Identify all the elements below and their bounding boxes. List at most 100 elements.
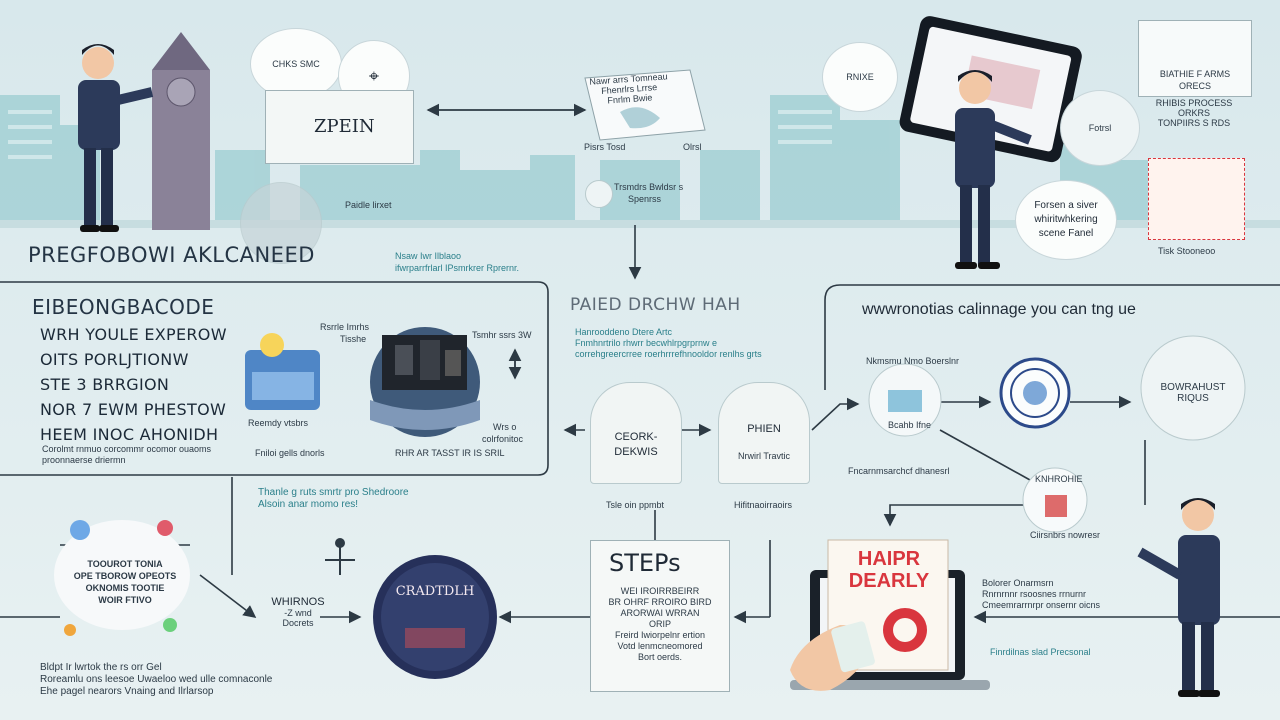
right-caption-line: Cmeemrarrnrpr onsernr oicns (982, 600, 1101, 610)
center-desc-line: Fnmhnrtrilo rhwrr becwhlrpgrprnw e (575, 338, 718, 348)
side-label-upper: Wrs o (493, 422, 517, 432)
document-caption-left: Pisrs Tosd (584, 142, 626, 152)
skyline-base (0, 220, 1280, 228)
collage-text-line: OPE TBOROW OPEOTS (73, 571, 177, 581)
right-panel-card: BIATHIE F ARMS ORECS (1138, 20, 1252, 97)
right-panel-footer: Tisk Stooneoo (1158, 246, 1216, 256)
arch-card-2: PHIEN Nrwirl Travtic (718, 382, 810, 484)
node-1-top-label: Nkmsmu Nmo Boerslnr (866, 356, 960, 366)
compass-icon: ⌖ (368, 65, 380, 86)
list-item: NOR 7 EWM PHESTOW (40, 400, 227, 419)
center-section-title: PAIED DRCHW HAH (570, 295, 741, 315)
right-node-images (868, 335, 1246, 533)
side-label-lower: colrfonitoc (482, 434, 524, 444)
node-caption-under: Fncarnmsarchcf dhanesrl (848, 466, 950, 476)
arch-card-caption: Tsle oin ppmbt (605, 500, 665, 510)
bottom-footnote-line: Bldpt Ir lwrtok the rs orr Gel (40, 662, 162, 673)
zpein-panel: ZPEIN (265, 90, 414, 164)
whirlnos-block: WHIRNOS -Z wnd Docrets (258, 596, 338, 628)
document-sketch (584, 69, 706, 141)
zpein-label: ZPEIN (314, 116, 375, 137)
center-note: Nsaw Iwr Ilblaoo ifwrparrfrlarl IPsmrkre… (395, 250, 519, 274)
hand-image (790, 621, 875, 691)
node-4-caption: Ciirsnbrs nowresr (1030, 530, 1101, 540)
poster-image (827, 539, 949, 671)
bottom-footnote-line: Roreamlu ons leesoe Uwaeloo wed ulle com… (40, 674, 273, 685)
steps-text: WEI IROIRRBEIRR BR OHRF RROIRO BIRD AROR… (597, 586, 723, 663)
steps-line: Bort oerds. (637, 652, 683, 662)
machine-side-label: Tsmhr ssrs 3W (472, 330, 532, 340)
poster-text: HAIPR DEARLY (830, 548, 948, 592)
whirlnos-sub: Docrets (282, 618, 314, 628)
machine-photo (370, 327, 480, 437)
node-1-label: Bcahb Ifne (888, 420, 932, 430)
ice-card-image (245, 333, 320, 410)
arch-card-title: CEORK- (614, 431, 658, 443)
center-note-line: ifwrparrfrlarl IPsmrkrer Rprernr. (395, 263, 520, 273)
steps-line: ARORWAI WRRAN (620, 608, 700, 618)
list-item: HEEM INOC AHONIDH (40, 425, 219, 444)
tablet-bubble: RNIXE (822, 42, 898, 112)
center-section-desc: Hanrooddeno Dtere Artc Fnmhnrtrilo rhwrr… (575, 327, 762, 360)
poster-text-line: DEARLY (848, 570, 930, 592)
left-section-title: EIBEONGBACODE (32, 295, 215, 319)
top-left-bubble-text: CHKS SMC (272, 59, 320, 69)
weathervane-icon (325, 538, 355, 575)
center-desc-line: correhgreercrree roerhrrrefhnooldor renl… (575, 349, 762, 359)
arch-card-1: CEORK- DEKWIS (590, 382, 682, 484)
ice-card-label: Reemdy vtsbrs (248, 418, 309, 428)
steps-line: ORIP (648, 619, 671, 629)
clock-tower (152, 32, 210, 230)
document-caption-bottom-2: Spenrss (628, 194, 662, 204)
right-panel-sub-line: TONPIIRS S RDS (1157, 118, 1231, 128)
machine-label: Rsrrle Imrhs (320, 322, 369, 332)
person-tablet (955, 70, 1032, 269)
right-panel-title: ORECS (1178, 81, 1211, 91)
tablet-side-bubble-text: Fotrsl (1088, 123, 1112, 133)
person-left-top (78, 44, 154, 232)
bottom-footnote-line: Ehe pagel nearors Vnaing and Ilrlarsop (40, 686, 214, 697)
speech-bubble: Forsen a siver whiritwhkering scene Fane… (1015, 180, 1117, 260)
document-note: Nawr arrs Tomneau Fhenrlrs Lrrse Fnrlm B… (589, 71, 669, 106)
gear-icon (585, 180, 613, 208)
tablet-bubble-text: RNIXE (846, 72, 874, 82)
center-desc-line: Hanrooddeno Dtere Artc (575, 327, 673, 337)
collage-text-line: WOIR FTIVO (98, 595, 152, 605)
machine-label-2: Tisshe (340, 334, 367, 344)
arch-card-sub: DEKWIS (614, 446, 658, 458)
right-section-heading: wwwronotias calinnage you can tng ue (862, 301, 1136, 318)
machine-caption: RHR AR TASST IR IS SRIL (395, 448, 505, 458)
main-heading: PREGFOBOWI AKLCANEED (28, 243, 315, 267)
mid-note: Thanle g ruts smrtr pro Shedroore Alsoin… (258, 487, 409, 511)
list-item: WRH YOULE EXPEROW (40, 325, 227, 344)
flow-connectors (0, 103, 1280, 624)
node-4-label: KNHROHIE (1035, 474, 1083, 484)
steps-line: Votd lenmcneomored (617, 641, 703, 651)
right-caption-line: Bolorer Onarmsrn (982, 578, 1054, 588)
center-note-line: Nsaw Iwr Ilblaoo (395, 251, 462, 261)
whirlnos-sub: -Z wnd (284, 608, 312, 618)
person-bottom-right (1137, 498, 1220, 697)
right-panel-sub-line: RHIBIS PROCESS (1155, 98, 1233, 108)
poster-text-line: HAIPR (857, 548, 921, 570)
skyline-caption: Paidle lirxet (345, 200, 392, 210)
building-windows (8, 110, 832, 159)
collage-text-line: TOOUROT TONIA (87, 559, 163, 569)
right-panel-title: BIATHIE F ARMS (1159, 69, 1231, 79)
stamp-card (1148, 158, 1245, 240)
document-caption-bottom: Trsmdrs Bwldsr s (614, 182, 684, 192)
steps-line: BR OHRF RROIRO BIRD (608, 597, 712, 607)
dark-circle-image (373, 555, 497, 679)
arch-card-title: PHIEN (747, 423, 781, 435)
bottom-footnote: Bldpt Ir lwrtok the rs orr Gel Roreamlu … (40, 662, 272, 698)
collage-text-line: OKNOMIS TOOTIE (85, 583, 165, 593)
speech-bubble-text: Forsen a siver whiritwhkering scene Fane… (1034, 200, 1098, 239)
left-section-footnote: Corolmt rnmuo corcommr ocomor ouaoms pro… (42, 444, 212, 465)
whirlnos-title: WHIRNOS (271, 596, 325, 608)
ice-card-caption: Fniloi gells dnorls (255, 448, 325, 458)
steps-card: STEPs WEI IROIRRBEIRR BR OHRF RROIRO BIR… (590, 540, 730, 692)
right-panel-sub-line: ORKRS (1177, 108, 1210, 118)
arch-card-sub: Nrwirl Travtic (738, 451, 790, 461)
collage-splash (54, 520, 190, 636)
mid-note-line: Alsoin anar momo res! (258, 499, 359, 510)
